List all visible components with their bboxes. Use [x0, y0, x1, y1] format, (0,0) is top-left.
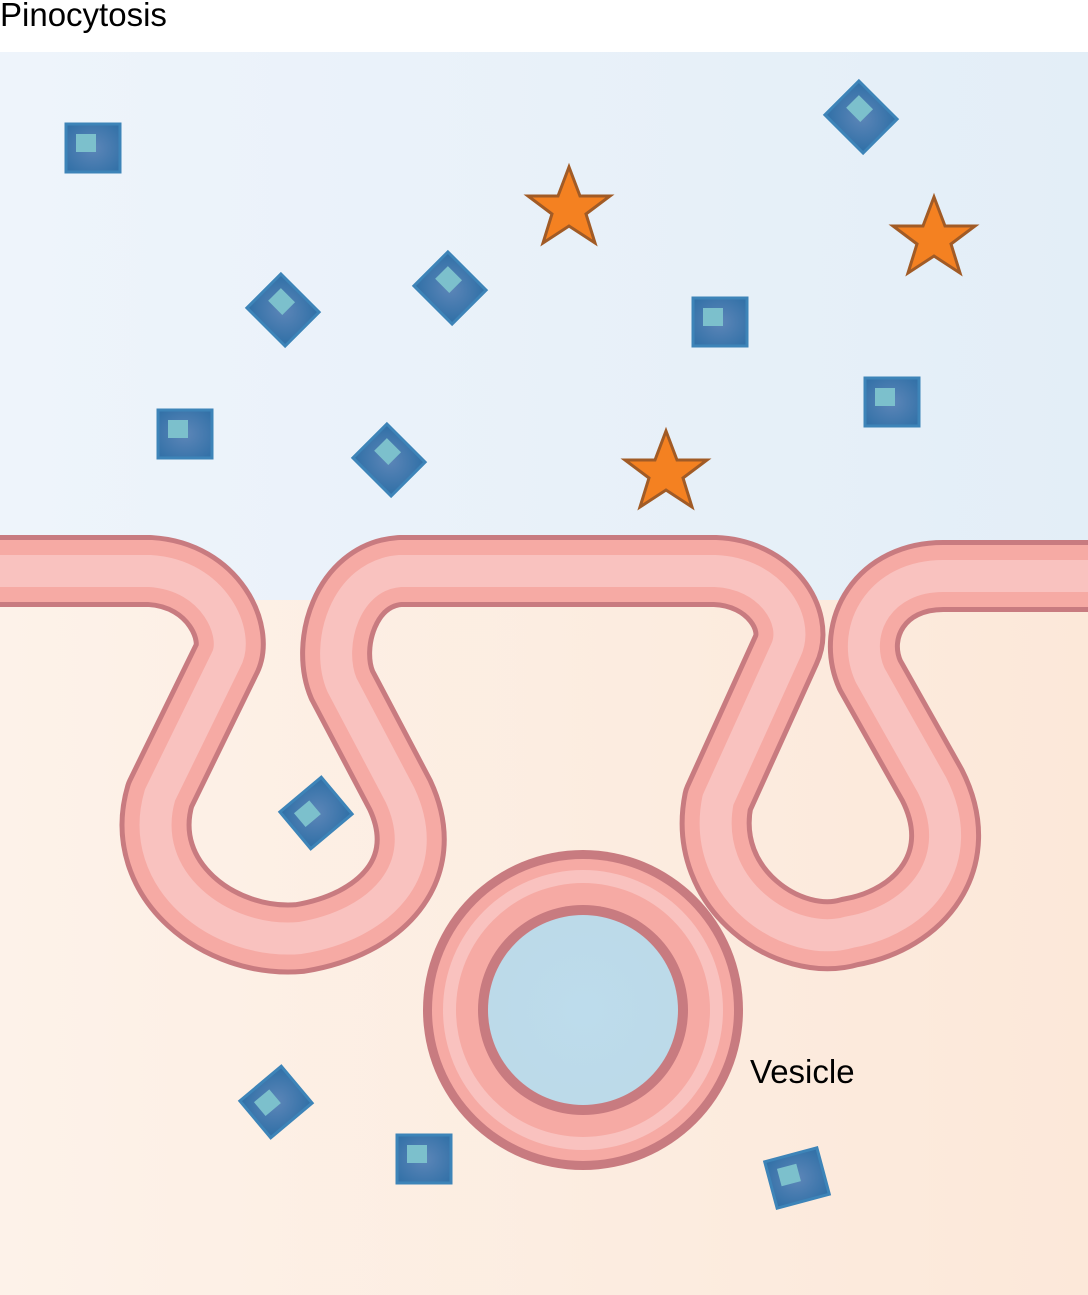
vesicle-lumen [488, 915, 678, 1105]
vesicle [423, 850, 743, 1170]
extracellular-region [0, 52, 1088, 612]
solute-particle-square [64, 122, 122, 174]
solute-particle-square [156, 408, 214, 460]
solute-particle-square [691, 296, 749, 348]
page-title: Pinocytosis [0, 0, 167, 33]
solute-particle-square [395, 1133, 453, 1185]
vesicle-label: Vesicle [750, 1053, 855, 1090]
solute-particle-square [863, 376, 921, 428]
plasma-membrane-inner-layer [0, 555, 1088, 955]
